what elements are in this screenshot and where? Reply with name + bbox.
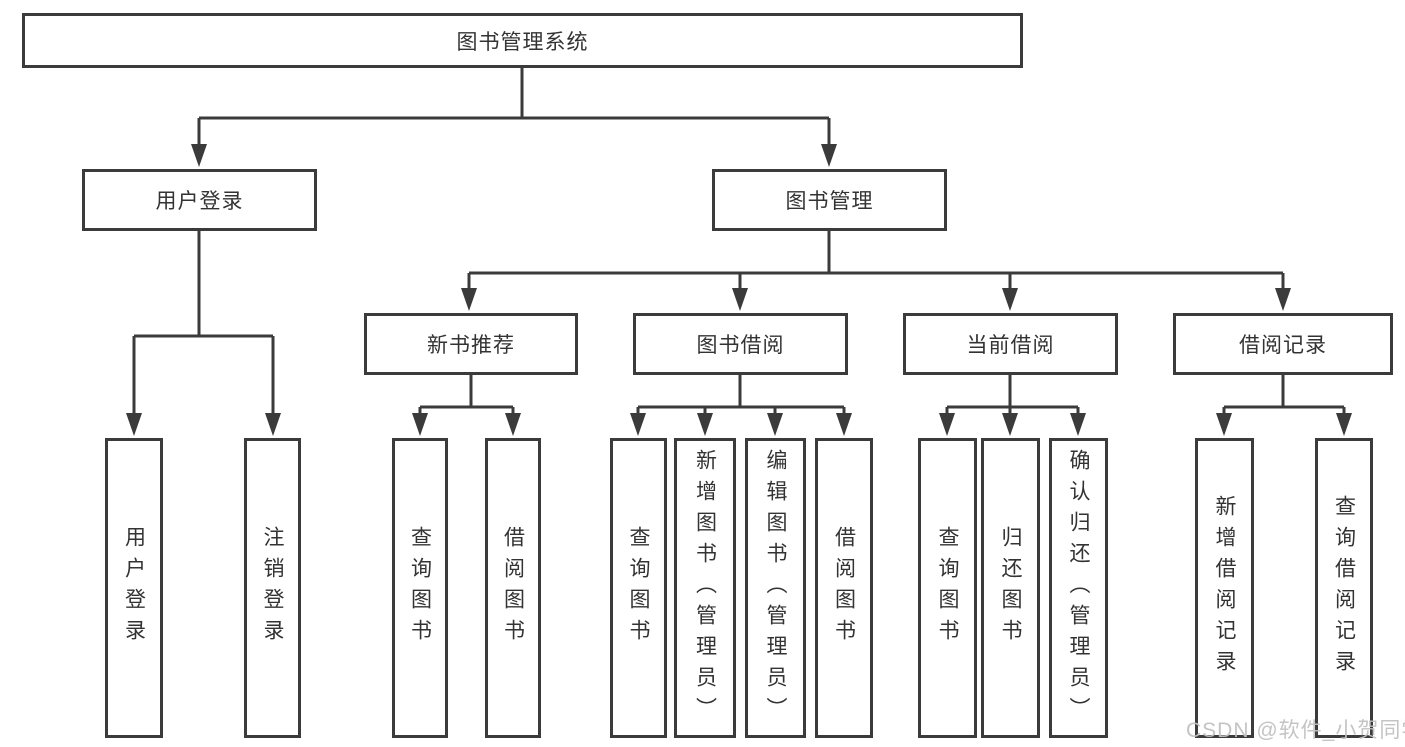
arrowhead — [126, 413, 142, 436]
leaf-borrowing-borrow-books: 借阅图书 — [815, 438, 873, 738]
arrowhead — [505, 413, 521, 436]
leaf-borrowing-borrow-books-label: 借阅图书 — [832, 526, 856, 650]
node-book-management-label: 图书管理 — [785, 190, 874, 213]
node-borrowing-records-label: 借阅记录 — [1239, 334, 1327, 357]
node-book-borrowing: 图书借阅 — [633, 313, 848, 375]
leaf-newrec-borrow-books-label: 借阅图书 — [501, 526, 525, 650]
leaf-borrowing-add-books-admin: 新增图书（管理员） — [674, 438, 736, 738]
arrowhead — [265, 413, 281, 436]
leaf-newrec-borrow-books: 借阅图书 — [485, 438, 541, 738]
arrowhead — [697, 413, 713, 436]
leaf-borrowing-add-books-admin-label: 新增图书（管理员） — [693, 448, 717, 728]
leaf-newrec-query-books: 查询图书 — [392, 438, 448, 738]
leaf-records-add-record: 新增借阅记录 — [1195, 438, 1254, 738]
leaf-logout: 注销登录 — [244, 438, 301, 738]
leaf-records-query-record-label: 查询借阅记录 — [1332, 495, 1356, 681]
leaf-records-add-record-label: 新增借阅记录 — [1213, 495, 1236, 681]
arrowhead — [1275, 288, 1291, 311]
leaf-current-query-books-label: 查询图书 — [936, 526, 959, 650]
node-user-login: 用户登录 — [82, 169, 317, 231]
leaf-borrowing-query-books: 查询图书 — [610, 438, 667, 738]
leaf-user-login-label: 用户登录 — [122, 526, 146, 650]
node-new-book-recommend-label: 新书推荐 — [427, 334, 515, 357]
leaf-current-query-books: 查询图书 — [918, 438, 977, 738]
leaf-borrowing-query-books-label: 查询图书 — [627, 526, 650, 650]
leaf-current-return-books: 归还图书 — [981, 438, 1040, 738]
leaf-current-confirm-return-admin-label: 确认归还（管理员） — [1067, 448, 1090, 728]
arrowhead — [767, 413, 783, 436]
leaf-current-return-books-label: 归还图书 — [999, 526, 1022, 650]
arrowhead — [1002, 413, 1018, 436]
arrowhead — [821, 144, 837, 167]
leaf-logout-label: 注销登录 — [261, 526, 284, 650]
arrowhead — [836, 413, 852, 436]
arrowhead — [1070, 413, 1086, 436]
leaf-borrowing-edit-books-admin: 编辑图书（管理员） — [745, 438, 806, 738]
arrowhead — [461, 288, 477, 311]
leaf-current-confirm-return-admin: 确认归还（管理员） — [1049, 438, 1108, 738]
arrowhead — [630, 413, 646, 436]
arrowhead — [939, 413, 955, 436]
leaf-newrec-query-books-label: 查询图书 — [408, 526, 432, 650]
node-root-label: 图书管理系统 — [456, 30, 589, 54]
arrowhead — [412, 413, 428, 436]
leaf-user-login: 用户登录 — [105, 438, 163, 738]
arrowhead — [1336, 413, 1352, 436]
node-root: 图书管理系统 — [22, 13, 1023, 68]
arrowheads — [126, 144, 1352, 436]
watermark: CSDN @软件_小贺同学 — [1186, 719, 1405, 742]
arrowhead — [1216, 413, 1232, 436]
node-current-borrowing-label: 当前借阅 — [966, 334, 1055, 357]
node-new-book-recommend: 新书推荐 — [364, 313, 578, 375]
node-book-borrowing-label: 图书借阅 — [696, 334, 785, 357]
node-current-borrowing: 当前借阅 — [903, 313, 1118, 375]
leaf-records-query-record: 查询借阅记录 — [1315, 438, 1373, 738]
arrowhead — [191, 144, 207, 167]
node-borrowing-records: 借阅记录 — [1173, 313, 1393, 375]
leaf-borrowing-edit-books-admin-label: 编辑图书（管理员） — [764, 448, 787, 728]
arrowhead — [1002, 288, 1018, 311]
node-user-login-label: 用户登录 — [155, 190, 244, 213]
arrowhead — [732, 288, 748, 311]
node-book-management: 图书管理 — [712, 169, 947, 231]
